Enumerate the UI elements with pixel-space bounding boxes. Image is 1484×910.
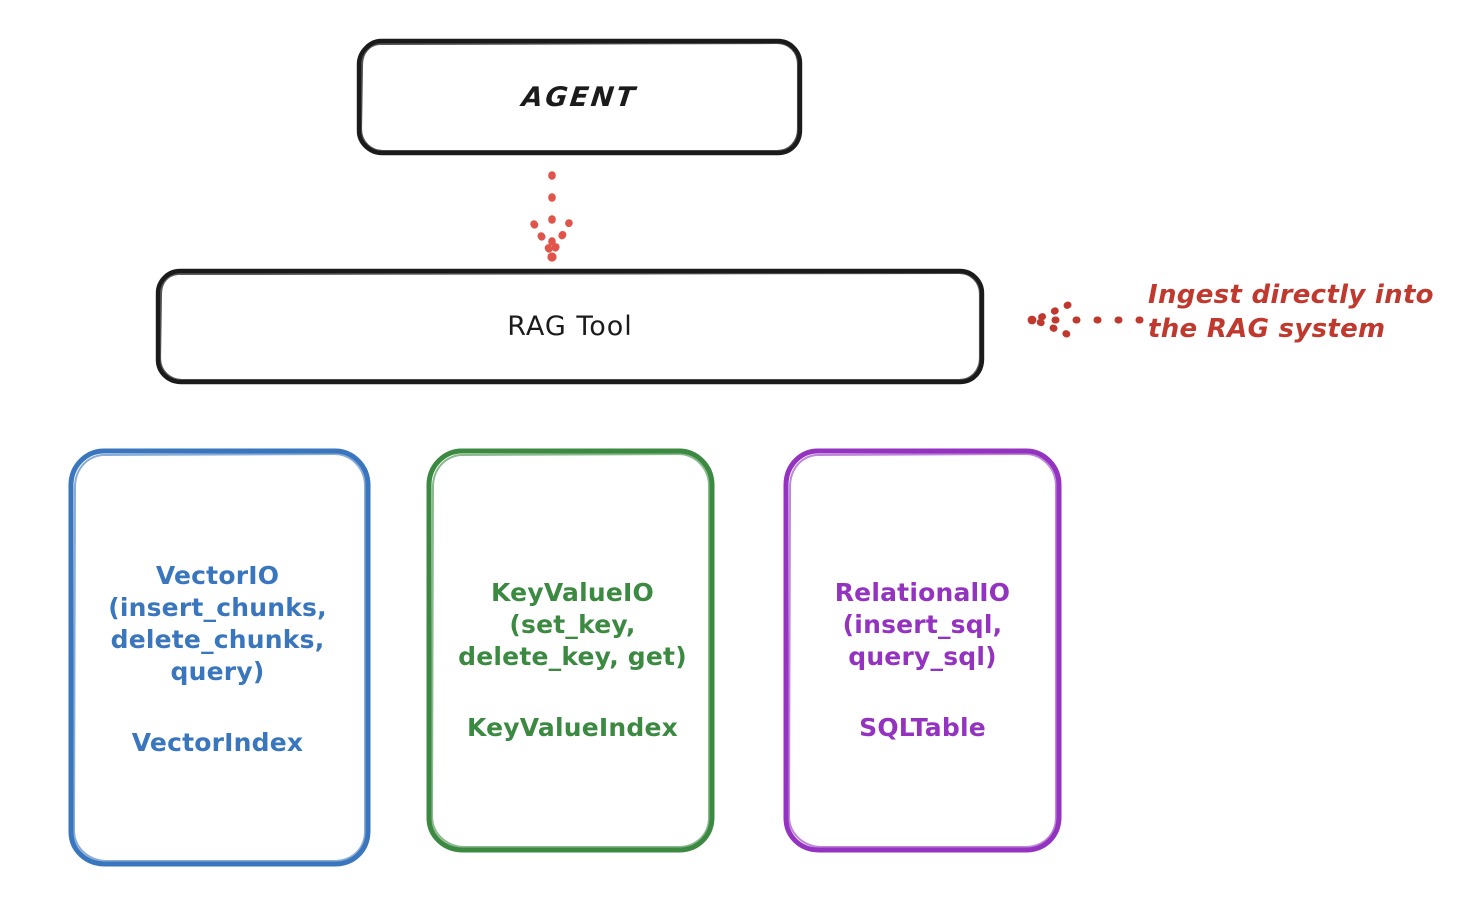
relational-io-box-outline — [783, 448, 1062, 853]
rag-tool-box-outline — [155, 268, 985, 385]
vector-io-box-outline — [68, 448, 371, 867]
ingest-note-connector — [1027, 301, 1144, 339]
agent-box-outline — [356, 38, 803, 156]
key-value-io-box-outline — [426, 448, 715, 853]
agent-to-rag-connector — [530, 171, 573, 262]
